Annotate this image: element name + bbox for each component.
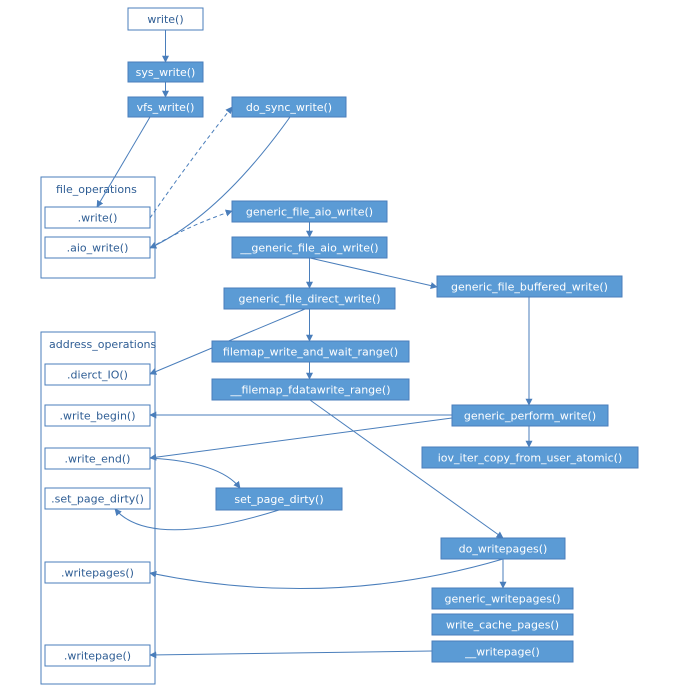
node-box: [431, 587, 574, 610]
node-box: [127, 61, 204, 83]
node-label: .dierct_IO(): [67, 369, 128, 382]
node-generic-perform-write[interactable]: generic_perform_write(): [451, 404, 609, 427]
node-do-writepages[interactable]: do_writepages(): [440, 537, 566, 560]
node-label: write(): [147, 13, 183, 26]
node-box: [231, 96, 347, 118]
node-write[interactable]: write(): [127, 7, 204, 31]
node-box: [231, 200, 388, 223]
node-ao-direct-io[interactable]: .dierct_IO(): [44, 363, 151, 386]
node-box: [421, 446, 639, 469]
node-ao-set-page-dirty[interactable]: .set_page_dirty(): [44, 487, 151, 510]
node-label: .write_begin(): [60, 410, 136, 423]
node-box: [44, 404, 151, 427]
node-label: generic_file_direct_write(): [238, 293, 380, 306]
node-label: .write(): [78, 212, 118, 225]
node-box: [44, 206, 151, 229]
node-box: [44, 644, 151, 667]
edge-do-sync-write-to-fo-aio-write: [149, 116, 291, 249]
node-box: [127, 96, 204, 118]
node-sys-write[interactable]: sys_write(): [127, 61, 204, 83]
edge---writepage-to-ao-writepage: [149, 650, 433, 659]
node-label: __generic_file_aio_write(): [239, 242, 378, 255]
node-label: sys_write(): [136, 66, 196, 79]
node-label: vfs_write(): [137, 101, 195, 114]
node-label: .aio_write(): [67, 242, 129, 255]
node-label: __filemap_fdatawrite_range(): [229, 384, 390, 397]
node-label: do_writepages(): [459, 543, 548, 556]
node-label: .writepages(): [61, 567, 134, 580]
node-label: generic_file_buffered_write(): [451, 281, 608, 294]
node-box: [223, 287, 396, 310]
node-label: write_cache_pages(): [446, 619, 559, 632]
edge-set-page-dirty-to-ao-set-page-dirty: [114, 508, 280, 531]
node-ao-writepage[interactable]: .writepage(): [44, 644, 151, 667]
node-generic-file-aio-write[interactable]: __generic_file_aio_write(): [231, 236, 388, 259]
edge-ao-write-end-to-set-page-dirty: [149, 457, 241, 489]
node-fo-write[interactable]: .write(): [44, 206, 151, 229]
node-write-cache-pages[interactable]: write_cache_pages(): [431, 613, 574, 636]
node-box: [436, 275, 623, 298]
node-filemap-fdatawrite-range[interactable]: __filemap_fdatawrite_range(): [211, 378, 410, 401]
node-box: [44, 363, 151, 386]
node-label: .writepage(): [64, 650, 131, 663]
node-writepage[interactable]: __writepage(): [431, 640, 574, 663]
node-box: [127, 7, 204, 31]
node-label: .write_end(): [65, 453, 131, 466]
node-box: [211, 340, 410, 363]
edge-do-writepages-to-ao-writepages: [149, 558, 504, 590]
edge-fo-write-to-do-sync-write: [149, 106, 233, 219]
node-box: [44, 487, 151, 510]
node-label: .set_page_dirty(): [51, 493, 144, 506]
node-box: [215, 487, 343, 511]
node-label: do_sync_write(): [246, 101, 332, 114]
edge---filemap-fdatawrite-range-to-do-writepages: [309, 399, 504, 539]
node-ao-write-begin[interactable]: .write_begin(): [44, 404, 151, 427]
node-label: generic_file_aio_write(): [246, 206, 373, 219]
node-ao-write-end[interactable]: .write_end(): [44, 447, 151, 470]
node-vfs-write[interactable]: vfs_write(): [127, 96, 204, 118]
node-label: generic_writepages(): [444, 593, 560, 606]
node-generic-file-buffered-write[interactable]: generic_file_buffered_write(): [436, 275, 623, 298]
node-label: set_page_dirty(): [234, 493, 323, 506]
node-generic-writepages[interactable]: generic_writepages(): [431, 587, 574, 610]
node-box: [431, 613, 574, 636]
node-box: [431, 640, 574, 663]
node-do-sync-write[interactable]: do_sync_write(): [231, 96, 347, 118]
edge-generic-perform-write-to-ao-write-end: [149, 417, 453, 461]
node-iov-iter-copy-from-user-atomic[interactable]: iov_iter_copy_from_user_atomic(): [421, 446, 639, 469]
node-fo-aio-write[interactable]: .aio_write(): [44, 236, 151, 259]
node-box: [44, 561, 151, 584]
node-box: [211, 378, 410, 401]
edge-fo-aio-write-to-generic-file-aio-write: [149, 209, 233, 249]
group-label: file_operations: [56, 183, 137, 196]
node-generic-file-aio-write[interactable]: generic_file_aio_write(): [231, 200, 388, 223]
node-label: generic_perform_write(): [464, 410, 596, 423]
node-generic-file-direct-write[interactable]: generic_file_direct_write(): [223, 287, 396, 310]
edge-vfs-write-to-fo-write: [96, 116, 151, 208]
edge---generic-file-aio-write-to-generic-file-buffered-write: [309, 257, 438, 290]
node-box: [44, 236, 151, 259]
node-label: iov_iter_copy_from_user_atomic(): [438, 452, 623, 465]
node-box: [44, 447, 151, 470]
node-ao-writepages[interactable]: .writepages(): [44, 561, 151, 584]
node-filemap-write-and-wait-range[interactable]: filemap_write_and_wait_range(): [211, 340, 410, 363]
node-label: __writepage(): [464, 646, 540, 659]
node-box: [440, 537, 566, 560]
node-label: filemap_write_and_wait_range(): [223, 346, 398, 359]
node-set-page-dirty[interactable]: set_page_dirty(): [215, 487, 343, 511]
node-box: [231, 236, 388, 259]
node-box: [451, 404, 609, 427]
group-label: address_operations: [49, 338, 157, 351]
